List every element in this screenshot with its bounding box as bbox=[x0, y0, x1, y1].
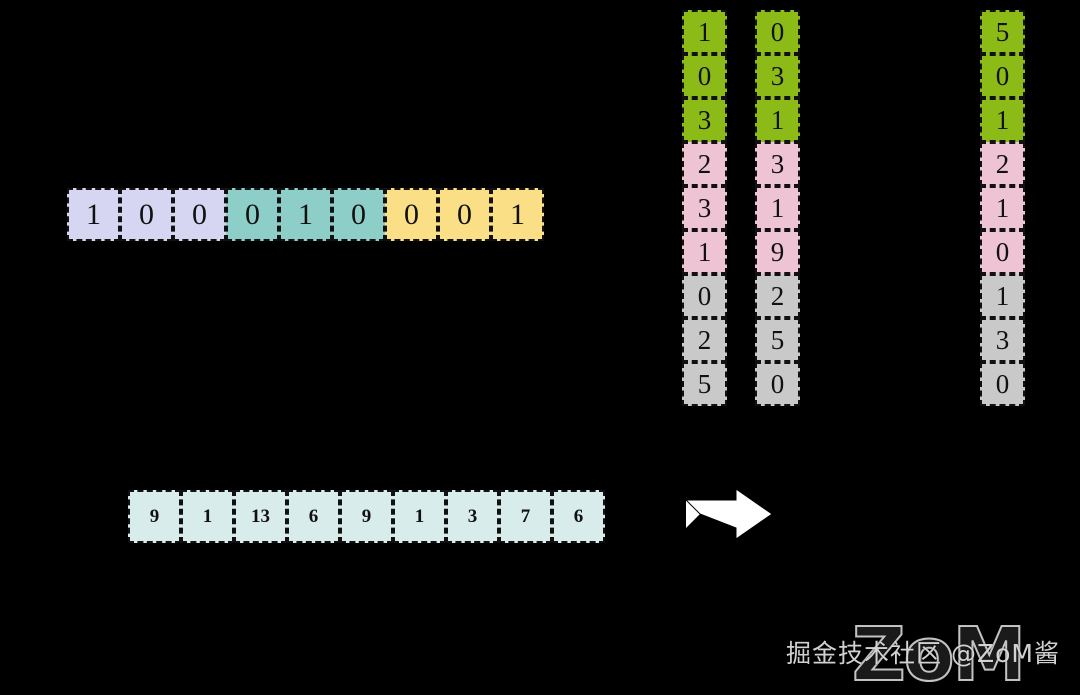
cell: 0 bbox=[120, 188, 173, 241]
cell: 5 bbox=[682, 362, 727, 406]
cell: 2 bbox=[682, 318, 727, 362]
cell: 1 bbox=[393, 490, 446, 543]
cell: 0 bbox=[173, 188, 226, 241]
cell: 0 bbox=[755, 362, 800, 406]
cell: 1 bbox=[755, 98, 800, 142]
cell: 1 bbox=[980, 274, 1025, 318]
cell: 2 bbox=[682, 142, 727, 186]
cell: 6 bbox=[552, 490, 605, 543]
cell: 0 bbox=[980, 54, 1025, 98]
cell: 2 bbox=[755, 274, 800, 318]
cell: 0 bbox=[755, 10, 800, 54]
cell: 7 bbox=[499, 490, 552, 543]
cell: 3 bbox=[446, 490, 499, 543]
cell: 9 bbox=[128, 490, 181, 543]
watermark-text: 掘金技术社区 @ZoM酱 bbox=[786, 639, 1060, 668]
cell: 0 bbox=[438, 188, 491, 241]
cell: 3 bbox=[755, 54, 800, 98]
cell: 9 bbox=[755, 230, 800, 274]
cell: 1 bbox=[67, 188, 120, 241]
watermark: ZoM 掘金技术社区 @ZoM酱 bbox=[0, 611, 1080, 695]
cell: 1 bbox=[682, 10, 727, 54]
cell: 1 bbox=[682, 230, 727, 274]
cell: 0 bbox=[226, 188, 279, 241]
cell: 0 bbox=[332, 188, 385, 241]
right-arrow-icon bbox=[684, 487, 774, 541]
cell: 2 bbox=[980, 142, 1025, 186]
cell: 3 bbox=[980, 318, 1025, 362]
cell: 6 bbox=[287, 490, 340, 543]
cell: 1 bbox=[181, 490, 234, 543]
cell: 3 bbox=[755, 142, 800, 186]
watermark-logo: ZoM bbox=[851, 611, 1027, 695]
cell: 3 bbox=[682, 98, 727, 142]
cell: 0 bbox=[980, 362, 1025, 406]
cell: 3 bbox=[682, 186, 727, 230]
cell: 0 bbox=[682, 274, 727, 318]
cell: 1 bbox=[980, 98, 1025, 142]
cell: 13 bbox=[234, 490, 287, 543]
cell: 5 bbox=[980, 10, 1025, 54]
cell: 1 bbox=[755, 186, 800, 230]
cell: 5 bbox=[755, 318, 800, 362]
cell: 9 bbox=[340, 490, 393, 543]
cell: 0 bbox=[682, 54, 727, 98]
cell: 1 bbox=[279, 188, 332, 241]
cell: 1 bbox=[980, 186, 1025, 230]
cell: 0 bbox=[385, 188, 438, 241]
cell: 1 bbox=[491, 188, 544, 241]
cell: 0 bbox=[980, 230, 1025, 274]
